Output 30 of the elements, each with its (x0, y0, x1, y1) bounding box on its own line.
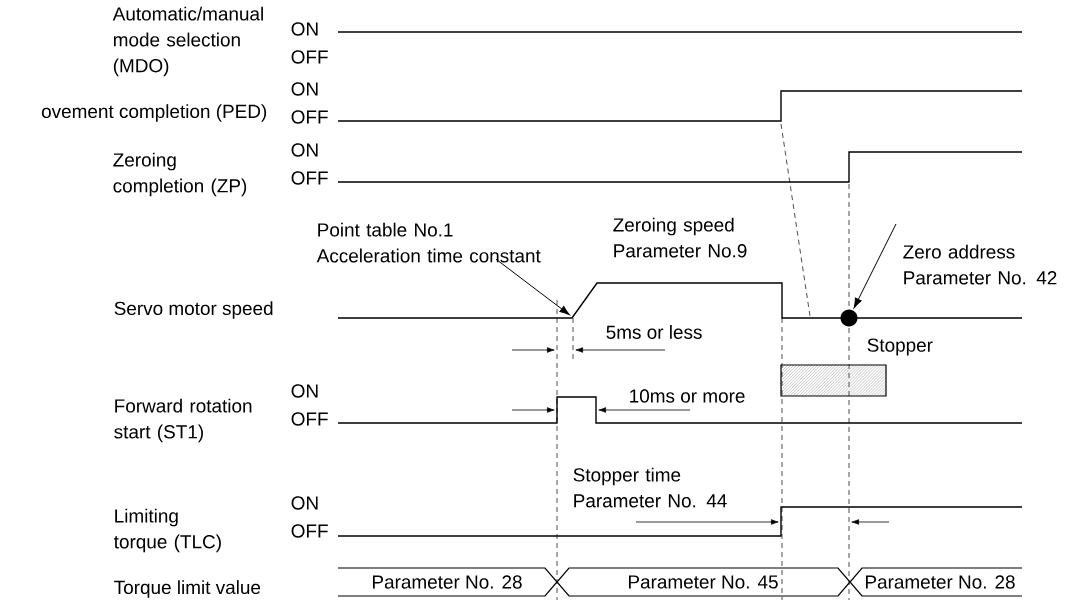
bus-segment: Parameter No. 45 (556, 567, 851, 597)
stopper-label: Stopper (867, 338, 933, 356)
signal-name: Servo motor speed (114, 301, 273, 319)
leader-line (853, 223, 897, 309)
zero-point-dot (840, 309, 858, 327)
bus-segment: Parameter No. 28 (849, 567, 1023, 597)
dimension-label: 5ms or less (606, 325, 702, 339)
state-label: ON (291, 82, 318, 96)
state-label: ON (291, 496, 318, 510)
annotation: Point table No.1 Acceleration time constant (316, 222, 541, 263)
state-label: OFF (291, 171, 328, 185)
state-label: OFF (291, 524, 328, 538)
state-label: ON (291, 22, 318, 36)
annotation: Zeroing speed Parameter No.9 (613, 217, 747, 258)
signal-name: Torque limit value (114, 580, 261, 598)
leader-line (495, 258, 570, 316)
state-label: ON (291, 384, 318, 398)
bus-segment: Parameter No. 28 (337, 567, 558, 597)
state-label: ON (291, 143, 318, 157)
dimension-label: 10ms or more (630, 389, 745, 403)
annotation: Zero address Parameter No. 42 (903, 244, 1057, 285)
signal-name: Zeroing completion (ZP) (113, 152, 247, 197)
signal-name: Forward rotation start (ST1) (114, 398, 252, 443)
signal-name: Automatic/manual mode selection (MDO) (112, 6, 263, 77)
dimension-label: Stopper time Parameter No. 44 (573, 467, 727, 508)
signal-name: Limiting torque (TLC) (114, 508, 221, 553)
signal-name: ovement completion (PED) (41, 104, 267, 122)
state-label: OFF (291, 50, 328, 64)
state-label: OFF (291, 412, 328, 426)
state-label: OFF (291, 110, 328, 124)
